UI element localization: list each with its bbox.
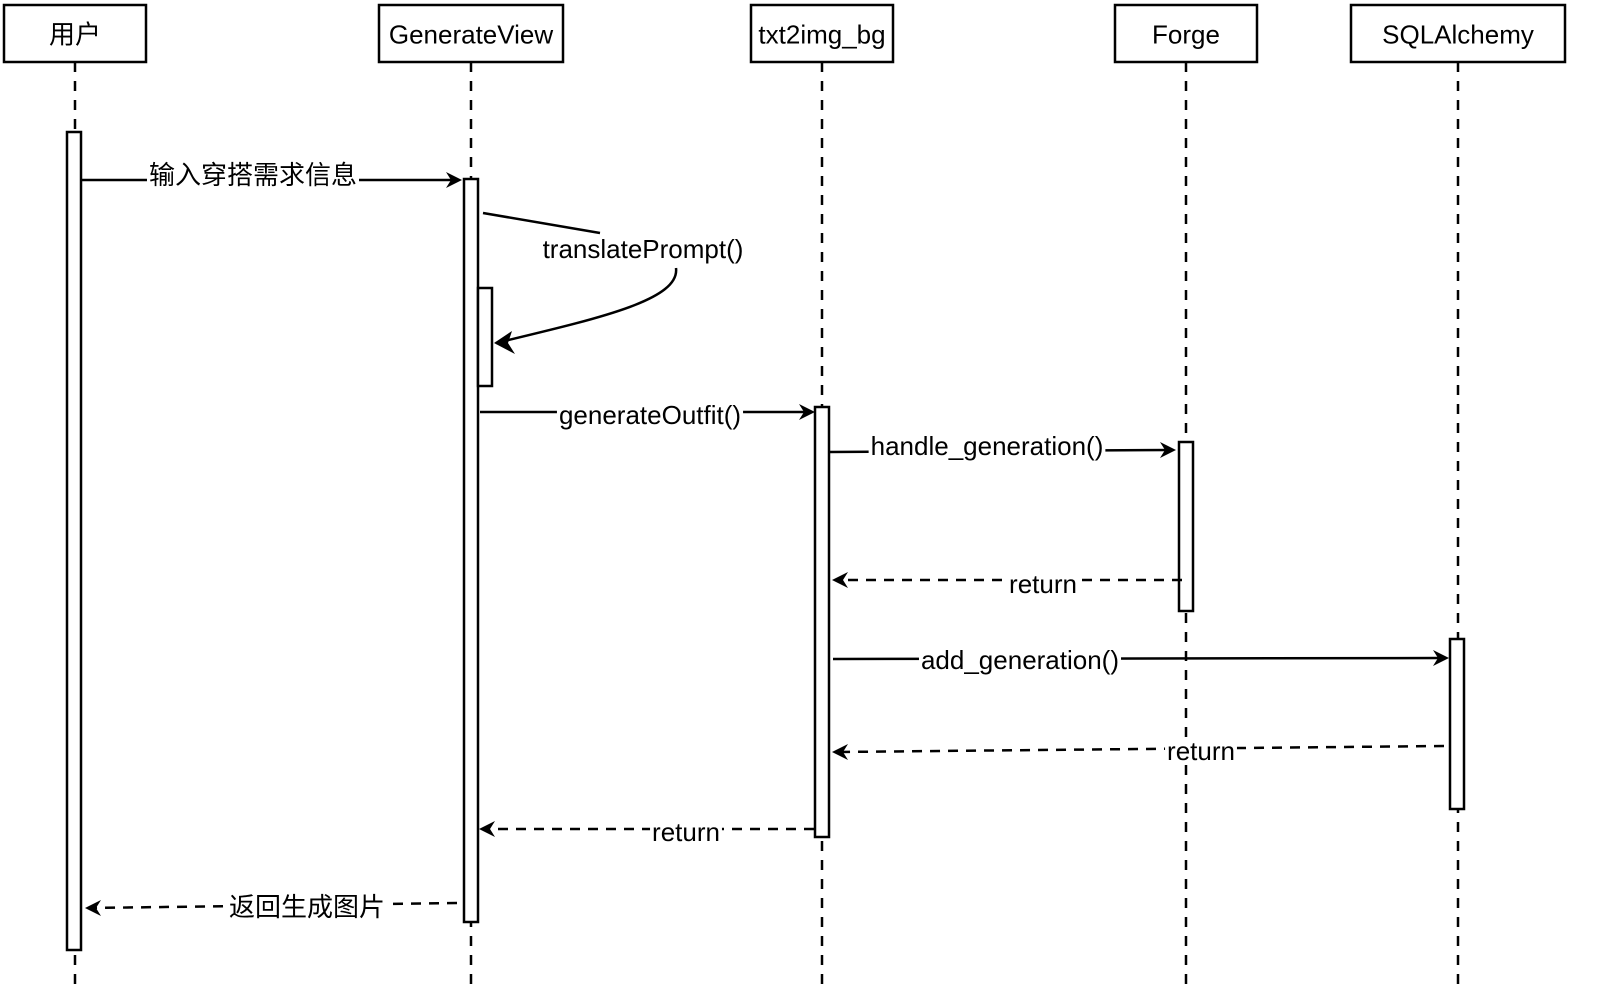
message-label: 输入穿搭需求信息: [149, 160, 357, 190]
participant-label: txt2img_bg: [758, 20, 885, 50]
arrowhead: [85, 900, 101, 916]
message-return[interactable]: 返回生成图片: [85, 892, 458, 922]
arrowhead: [1433, 650, 1449, 666]
message-label-background: [1165, 739, 1237, 763]
message-label: translatePrompt(): [543, 234, 744, 264]
message-label-background: [226, 895, 388, 919]
message-call[interactable]: handle_generation(): [828, 431, 1176, 461]
message-label-background: [868, 434, 1106, 458]
message-label: handle_generation(): [871, 431, 1104, 461]
arrowhead: [799, 404, 815, 420]
participant-box: [2, 3, 148, 64]
participant-label: 用户: [49, 20, 101, 50]
message-label-background: [556, 403, 744, 427]
arrowhead: [832, 572, 848, 588]
message-call[interactable]: generateOutfit(): [480, 400, 815, 430]
activation-bar-bg: [813, 405, 831, 839]
activation-bar-user: [65, 130, 83, 952]
message-call[interactable]: translatePrompt(): [482, 211, 744, 354]
message-return[interactable]: return: [832, 569, 1182, 599]
message-line: [495, 267, 678, 345]
participant-label: GenerateView: [389, 20, 554, 50]
message-line: [837, 744, 1445, 754]
arrowhead: [446, 172, 462, 188]
activation-bar-gv: [462, 177, 480, 924]
message-label: 返回生成图片: [229, 892, 385, 922]
participant-sql[interactable]: SQLAlchemy: [1349, 3, 1567, 64]
message-label: return: [1167, 736, 1235, 766]
activation-bar-forge: [1177, 440, 1195, 613]
message-call[interactable]: add_generation(): [832, 645, 1449, 675]
participant-box: [749, 3, 895, 64]
participant-box: [377, 3, 565, 64]
message-label-background: [1007, 572, 1079, 596]
message-label: generateOutfit(): [559, 400, 741, 430]
message-label-background: [918, 648, 1122, 672]
message-label: return: [1009, 569, 1077, 599]
message-return[interactable]: return: [479, 817, 814, 847]
arrowhead: [1160, 442, 1176, 458]
arrowhead: [832, 744, 848, 760]
message-label: return: [652, 817, 720, 847]
activation-bar-gv2: [476, 286, 494, 388]
participant-gv[interactable]: GenerateView: [377, 3, 565, 64]
participant-label: Forge: [1152, 20, 1220, 50]
message-call[interactable]: 输入穿搭需求信息: [81, 160, 462, 190]
message-label-background: [650, 820, 722, 844]
message-label: add_generation(): [921, 645, 1119, 675]
participant-label: SQLAlchemy: [1382, 20, 1534, 50]
arrowhead: [479, 821, 495, 837]
participant-forge[interactable]: Forge: [1113, 3, 1259, 64]
message-return[interactable]: return: [832, 736, 1445, 766]
participant-box: [1349, 3, 1567, 64]
participant-user[interactable]: 用户: [2, 3, 148, 64]
participant-box: [1113, 3, 1259, 64]
activation-bar-sql: [1448, 637, 1466, 811]
message-label-background: [146, 163, 360, 187]
message-line: [482, 211, 601, 235]
participant-bg[interactable]: txt2img_bg: [749, 3, 895, 64]
arrowhead: [494, 331, 515, 354]
